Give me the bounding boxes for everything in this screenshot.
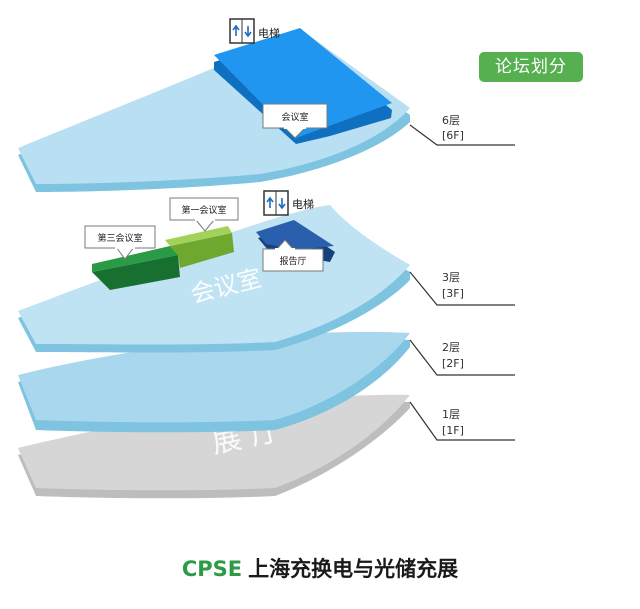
floor-3f-en: [3F] (442, 287, 464, 300)
callout-third-meeting: 第三会议室 (84, 225, 156, 260)
elevator-3f: 电梯 (263, 190, 314, 216)
floor-6f-cn: 6层 (442, 114, 460, 127)
floor-2f-en: [2F] (442, 357, 464, 370)
floor-3f-cn: 3层 (442, 271, 460, 284)
callout-third-meeting-label: 第三会议室 (97, 232, 142, 244)
callout-report-hall: 报告厅 (262, 239, 324, 272)
forum-division-badge: 论坛划分 (479, 52, 583, 82)
callout-6f-meeting-label: 会议室 (281, 111, 308, 123)
floor-1f-cn: 1层 (442, 408, 460, 421)
callout-report-hall-label: 报告厅 (279, 255, 306, 267)
slab-1f: 展 厅 (18, 394, 410, 499)
elevator-6f-label: 电梯 (258, 27, 280, 40)
floor-label-1f: 1层 [1F] (442, 408, 464, 437)
callout-6f-meeting: 会议室 (262, 103, 328, 139)
floor-2f-cn: 2层 (442, 341, 460, 354)
floor-label-2f: 2层 [2F] (442, 341, 464, 370)
footer-brand: CPSE (181, 557, 243, 581)
floor-label-3f: 3层 [3F] (442, 271, 464, 300)
room-6f-meeting (214, 28, 392, 144)
room-third-meeting (92, 246, 180, 290)
slab-3f: 会议室 (18, 205, 410, 353)
slab-6f (18, 28, 410, 192)
slab-2f (18, 331, 410, 433)
callout-first-meeting-label: 第一会议室 (181, 204, 226, 216)
room-first-meeting (165, 226, 234, 268)
elevator-6f: 电梯 (229, 18, 280, 44)
floor-leaders (409, 124, 515, 441)
footer-text: 上海充换电与光储充展 (248, 557, 459, 581)
floor-6f-en: [6F] (442, 129, 464, 142)
elevator-3f-label: 电梯 (292, 198, 314, 211)
callout-first-meeting: 第一会议室 (169, 197, 239, 232)
floor-1f-en: [1F] (442, 424, 464, 437)
floor-label-6f: 6层 [6F] (442, 114, 464, 142)
